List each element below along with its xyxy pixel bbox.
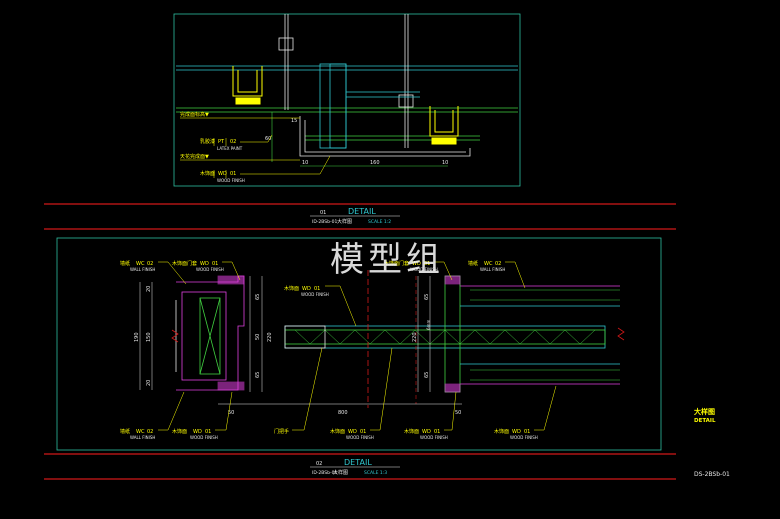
callout-label: 木饰面 xyxy=(284,285,299,292)
callout-num: 01 xyxy=(360,429,366,435)
dim-left: 20 xyxy=(146,286,152,292)
dim-left: 20 xyxy=(146,380,152,386)
detail2-right-jamb xyxy=(444,275,620,393)
level-marker: 天花完成面▼ xyxy=(180,153,209,160)
detail2-ref: ID-2BSb-01 xyxy=(312,470,337,476)
callout-num: 01 xyxy=(524,429,530,435)
detail1-dim: 60 xyxy=(265,136,271,142)
detail2-scale: SCALE 1:3 xyxy=(364,470,387,476)
detail1-title-bar xyxy=(44,203,676,230)
callout-num: 02 xyxy=(495,261,501,267)
level-marker: 完成面标高▼ xyxy=(180,111,209,118)
callout-num: 01 xyxy=(314,286,320,292)
dim-right: 65 xyxy=(424,372,430,378)
detail1-ceiling-board xyxy=(299,116,471,157)
callout-label: 木饰面 xyxy=(494,428,509,435)
detail1-ref: ID-2BSb-01 xyxy=(312,219,337,225)
callout-code: WD xyxy=(512,429,521,435)
callout-label: 门把手 xyxy=(274,428,289,435)
callout-label: 墙纸 xyxy=(468,260,478,267)
callout-label: 木饰面 xyxy=(330,428,345,435)
dim-mid: 65 xyxy=(255,294,261,300)
sheet-code: DS-2BSb-01 xyxy=(694,471,730,478)
detail1-channels xyxy=(232,66,459,145)
callout-num: 01 xyxy=(434,429,440,435)
callout-label: 木饰面 xyxy=(172,428,187,435)
detail1-num: 01 xyxy=(320,210,326,216)
dim-right: 220 xyxy=(412,332,418,342)
glass-label: 6mm xyxy=(426,320,431,330)
detail1-name: 大样图 xyxy=(337,218,352,225)
callout-num: 01 xyxy=(212,261,218,267)
callout-sub: WOOD FINISH xyxy=(190,435,218,440)
callout-label: 木饰面 xyxy=(404,428,419,435)
callout-code: WC xyxy=(136,429,145,435)
dim-right: 65 xyxy=(424,294,430,300)
detail2-title-bar xyxy=(44,453,676,480)
callout-label: 木饰面 xyxy=(200,170,215,177)
detail1-ceiling xyxy=(176,65,518,141)
callout-sub: LATEX PAINT xyxy=(217,146,243,151)
callout-label: 墙纸 xyxy=(120,428,130,435)
callout-num: 01 xyxy=(205,429,211,435)
sheet-title-cn: 大样图 xyxy=(694,407,715,416)
callout-label: 乳胶漆 xyxy=(200,138,215,145)
callout-sub: WOOD FINISH xyxy=(217,178,245,183)
sheet-title-en: DETAIL xyxy=(694,418,716,424)
callout-code: WD xyxy=(218,171,227,177)
callout-label: 木饰面门套 xyxy=(384,260,409,267)
detail1-dim: 10 xyxy=(302,160,308,166)
callout-sub: WOOD FINISH xyxy=(346,435,374,440)
detail1-frame xyxy=(173,13,521,187)
callout-code: WD xyxy=(200,261,209,267)
callout-code: WD xyxy=(193,429,202,435)
callout-code: WC xyxy=(484,261,493,267)
callout-code: PT xyxy=(218,139,225,145)
callout-sub: WOOD FINISH xyxy=(301,292,329,297)
callout-num: 02 xyxy=(147,429,153,435)
callout-sub: WALL FINISH xyxy=(130,267,155,272)
callout-sub: WALL FINISH xyxy=(130,435,155,440)
dim-bottom: 50 xyxy=(228,410,234,416)
detail2-num: 02 xyxy=(316,461,322,467)
detail2-word: DETAIL xyxy=(344,458,372,467)
detail1-word: DETAIL xyxy=(348,207,376,216)
detail2-left-jamb xyxy=(176,275,245,391)
callout-num: 01 xyxy=(424,261,430,267)
callout-code: WD xyxy=(348,429,357,435)
callout-sub: WALL FINISH xyxy=(480,267,505,272)
dim-left: 150 xyxy=(146,332,152,342)
callout-code: WD xyxy=(412,261,421,267)
callout-label: 木饰面门套 xyxy=(172,260,197,267)
detail1-curtain-box xyxy=(319,63,420,149)
watermark: 模型组 xyxy=(330,240,444,280)
callout-code: WC xyxy=(136,261,145,267)
detail1-dims xyxy=(271,112,448,167)
callout-sub: WOOD FINISH xyxy=(196,267,224,272)
callout-label: 墙纸 xyxy=(120,260,130,267)
detail1-scale: SCALE 1:2 xyxy=(368,219,391,225)
detail1-dim: 15 xyxy=(291,118,297,124)
callout-num: 02 xyxy=(147,261,153,267)
dim-bottom: 800 xyxy=(338,410,348,416)
detail1-dim: 160 xyxy=(370,160,380,166)
dim-left: 190 xyxy=(134,332,140,342)
dim-mid: 220 xyxy=(267,332,273,342)
dim-mid: 50 xyxy=(255,334,261,340)
callout-code: WD xyxy=(422,429,431,435)
detail2-name: 大样图 xyxy=(333,469,348,476)
callout-sub: WOOD FINISH xyxy=(410,267,438,272)
dim-mid: 65 xyxy=(255,372,261,378)
detail1-dim: 10 xyxy=(442,160,448,166)
detail1-hangers xyxy=(278,14,414,148)
dim-bottom: 50 xyxy=(455,410,461,416)
callout-sub: WOOD FINISH xyxy=(510,435,538,440)
callout-code: WD xyxy=(302,286,311,292)
detail2-frame xyxy=(56,237,662,451)
detail2-dims xyxy=(139,276,462,405)
callout-sub: WOOD FINISH xyxy=(420,435,448,440)
callout-num: 01 xyxy=(230,171,236,177)
callout-num: 02 xyxy=(230,139,236,145)
